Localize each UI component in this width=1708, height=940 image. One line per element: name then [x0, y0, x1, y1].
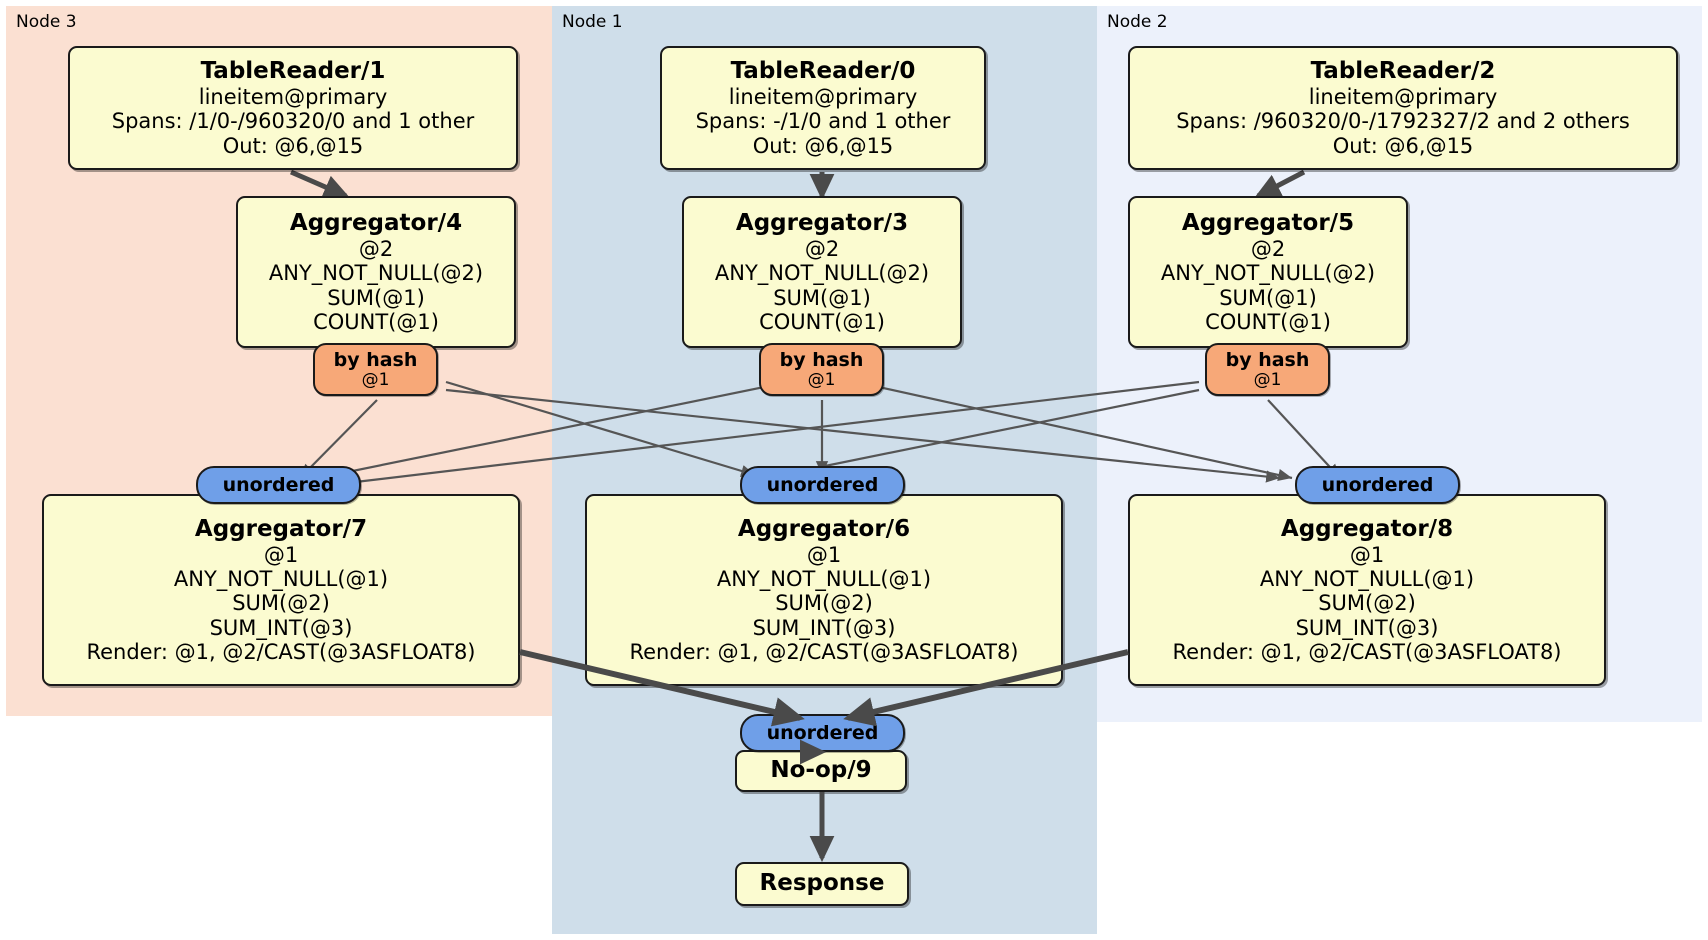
box-line: ANY_NOT_NULL(@1)	[1259, 567, 1475, 592]
box-aggregator-3[interactable]: Aggregator/3 @2 ANY_NOT_NULL(@2) SUM(@1)…	[682, 196, 962, 348]
box-tablereader-1[interactable]: TableReader/1 lineitem@primary Spans: /1…	[68, 46, 518, 170]
box-line: SUM(@1)	[1219, 285, 1317, 310]
box-line: SUM(@2)	[1318, 591, 1416, 616]
panel-node-2-label: Node 2	[1107, 12, 1168, 32]
box-line: ANY_NOT_NULL(@1)	[716, 567, 932, 592]
box-line: Spans: -/1/0 and 1 other	[695, 109, 951, 134]
box-title: Aggregator/4	[289, 209, 463, 236]
box-line: Out: @6,@15	[1332, 133, 1474, 158]
box-line: ANY_NOT_NULL(@1)	[173, 567, 389, 592]
box-line: COUNT(@1)	[1205, 309, 1331, 334]
pill-title: by hash	[1225, 348, 1310, 371]
pill-title: unordered	[222, 473, 335, 496]
pill-title: by hash	[779, 348, 864, 371]
box-aggregator-6[interactable]: Aggregator/6 @1 ANY_NOT_NULL(@1) SUM(@2)…	[585, 494, 1063, 686]
box-line: @2	[358, 236, 394, 261]
box-title: Aggregator/6	[737, 515, 911, 542]
box-title: Aggregator/3	[735, 209, 909, 236]
pill-subtitle: @1	[361, 369, 390, 390]
pill-subtitle: @1	[1253, 369, 1282, 390]
pill-title: unordered	[766, 721, 879, 744]
box-line: SUM_INT(@3)	[1295, 615, 1439, 640]
box-aggregator-4[interactable]: Aggregator/4 @2 ANY_NOT_NULL(@2) SUM(@1)…	[236, 196, 516, 348]
box-title: No-op/9	[770, 757, 872, 784]
box-line: Out: @6,@15	[752, 133, 894, 158]
box-line: @1	[263, 542, 299, 567]
box-aggregator-5[interactable]: Aggregator/5 @2 ANY_NOT_NULL(@2) SUM(@1)…	[1128, 196, 1408, 348]
box-title: Response	[759, 870, 885, 897]
box-line: @2	[804, 236, 840, 261]
box-line: ANY_NOT_NULL(@2)	[714, 261, 930, 286]
box-line: lineitem@primary	[198, 85, 388, 110]
box-line: ANY_NOT_NULL(@2)	[268, 261, 484, 286]
box-noop-9[interactable]: No-op/9	[735, 750, 907, 792]
box-line: SUM(@2)	[775, 591, 873, 616]
pill-title: unordered	[1321, 473, 1434, 496]
box-line: SUM(@2)	[232, 591, 330, 616]
box-tablereader-2[interactable]: TableReader/2 lineitem@primary Spans: /9…	[1128, 46, 1678, 170]
panel-node-1-label: Node 1	[562, 12, 623, 32]
box-tablereader-0[interactable]: TableReader/0 lineitem@primary Spans: -/…	[660, 46, 986, 170]
box-line: Out: @6,@15	[222, 133, 364, 158]
pill-by-hash-left[interactable]: by hash @1	[313, 343, 438, 396]
box-line: Render: @1, @2/CAST(@3ASFLOAT8)	[1172, 640, 1562, 665]
box-title: TableReader/1	[200, 57, 386, 84]
box-line: @2	[1250, 236, 1286, 261]
box-line: Spans: /960320/0-/1792327/2 and 2 others	[1176, 109, 1630, 134]
pill-subtitle: @1	[807, 369, 836, 390]
pill-by-hash-mid[interactable]: by hash @1	[759, 343, 884, 396]
box-line: lineitem@primary	[1308, 85, 1498, 110]
box-response[interactable]: Response	[735, 862, 909, 906]
box-line: @1	[806, 542, 842, 567]
pill-unordered-mid[interactable]: unordered	[740, 466, 905, 504]
box-line: SUM_INT(@3)	[752, 615, 896, 640]
box-line: Spans: /1/0-/960320/0 and 1 other	[111, 109, 475, 134]
box-line: COUNT(@1)	[313, 309, 439, 334]
box-aggregator-7[interactable]: Aggregator/7 @1 ANY_NOT_NULL(@1) SUM(@2)…	[42, 494, 520, 686]
box-line: SUM_INT(@3)	[209, 615, 353, 640]
box-aggregator-8[interactable]: Aggregator/8 @1 ANY_NOT_NULL(@1) SUM(@2)…	[1128, 494, 1606, 686]
pill-by-hash-right[interactable]: by hash @1	[1205, 343, 1330, 396]
box-line: SUM(@1)	[773, 285, 871, 310]
box-line: Render: @1, @2/CAST(@3ASFLOAT8)	[86, 640, 476, 665]
box-line: SUM(@1)	[327, 285, 425, 310]
box-title: TableReader/2	[1310, 57, 1496, 84]
pill-unordered-left[interactable]: unordered	[196, 466, 361, 504]
box-title: Aggregator/8	[1280, 515, 1454, 542]
pill-title: unordered	[766, 473, 879, 496]
pill-unordered-right[interactable]: unordered	[1295, 466, 1460, 504]
pill-title: by hash	[333, 348, 418, 371]
pill-unordered-final[interactable]: unordered	[740, 714, 905, 752]
box-line: @1	[1349, 542, 1385, 567]
box-title: Aggregator/7	[194, 515, 368, 542]
box-title: TableReader/0	[730, 57, 916, 84]
panel-node-3-label: Node 3	[16, 12, 77, 32]
box-title: Aggregator/5	[1181, 209, 1355, 236]
box-line: lineitem@primary	[728, 85, 918, 110]
box-line: Render: @1, @2/CAST(@3ASFLOAT8)	[629, 640, 1019, 665]
box-line: COUNT(@1)	[759, 309, 885, 334]
box-line: ANY_NOT_NULL(@2)	[1160, 261, 1376, 286]
